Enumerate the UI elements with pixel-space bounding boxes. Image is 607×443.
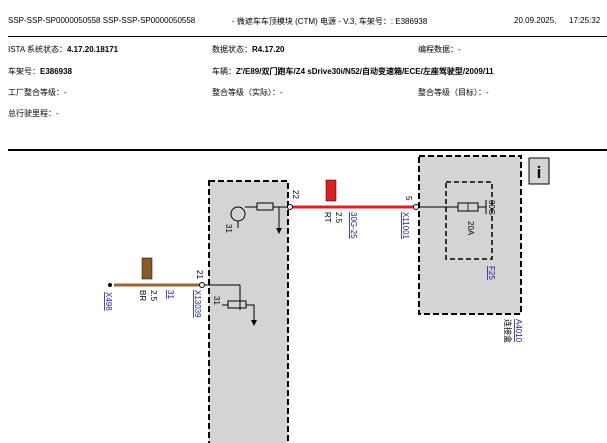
target-integration-level: 整合等级（目标）：- (418, 88, 489, 97)
info-rule (8, 149, 607, 151)
wire-brown-size: 2.5 (149, 290, 158, 302)
wire-red-size: 2.5 (334, 212, 343, 224)
wire-red-link[interactable]: 30G-25 (349, 212, 358, 239)
print-date: 20.09.2025, (514, 16, 557, 25)
fuse-f25-link[interactable]: F25 (487, 266, 496, 280)
actual-integration-level: 整合等级（实际）：- (212, 88, 283, 97)
fuse-box (445, 181, 493, 260)
connector-x498-link[interactable]: X498 (104, 292, 113, 311)
header-rule (8, 36, 607, 37)
wire-red-color: RT (323, 212, 332, 223)
data-status: 数据状态：R4.17.20 (212, 45, 285, 54)
pin-5-terminal (413, 204, 419, 210)
vin: 车架号：E386938 (8, 67, 73, 76)
wire-red-color-swatch (325, 179, 337, 202)
pin-31-bottom-label: 31 (212, 296, 221, 305)
print-time: 17:25:32 (569, 16, 601, 25)
info-button[interactable]: i (528, 157, 550, 185)
ground-arrow-bottom (251, 320, 257, 326)
pin-31-wire-link[interactable]: 31 (166, 290, 175, 299)
vehicle: 车辆：Z'/E89/双门跑车/Z4 sDrive30i/N52/自动变速箱/EC… (212, 67, 494, 76)
junction-a4010-link[interactable]: A4010 (514, 319, 523, 343)
factory-integration-level: 工厂整合等级：- (8, 88, 67, 97)
wire-brown-color-swatch (141, 257, 153, 280)
doc-id: SSP-SSP-SP0000050558 SSP-SSP-SP000005055… (8, 16, 196, 25)
pin-21-label: 21 (195, 270, 204, 279)
connector-x13039-link[interactable]: X13039 (193, 290, 202, 318)
doc-title: - 微遮车车顶模块 (CTM) 电源 - V.3, 车架号：: E386938 (232, 17, 428, 26)
pin-22-terminal (287, 204, 293, 210)
ctm-module-box (208, 180, 289, 443)
wire-brown-color: BR (138, 290, 147, 301)
connector-x11001-link[interactable]: X11001 (401, 212, 410, 240)
pin-30g-label: 30G (487, 200, 496, 215)
programming-data: 编程数据：- (418, 45, 461, 54)
pin-31-top-label: 31 (224, 224, 233, 233)
fuse-rating: 20A (466, 221, 475, 236)
junction-box-label: 连接盒 (503, 319, 513, 343)
total-mileage: 总行驶里程：- (8, 109, 59, 118)
ground-arrow-top (276, 228, 282, 234)
ista-status: ISTA 系统状态：4.17.20.18171 (8, 45, 119, 54)
document-header: SSP-SSP-SP0000050558 SSP-SSP-SP000005055… (0, 0, 607, 38)
module-ground-line (246, 304, 255, 320)
pin-21-terminal (199, 282, 205, 288)
pin-5-label: 5 (404, 196, 413, 201)
pin-22-label: 22 (291, 190, 300, 199)
svg-text:i: i (537, 163, 542, 182)
connector-x498-dot (108, 283, 112, 287)
wiring-diagram: i 31 31 20A 30G 22 21 5 2.5 RT 30G-25 2.… (104, 155, 550, 443)
